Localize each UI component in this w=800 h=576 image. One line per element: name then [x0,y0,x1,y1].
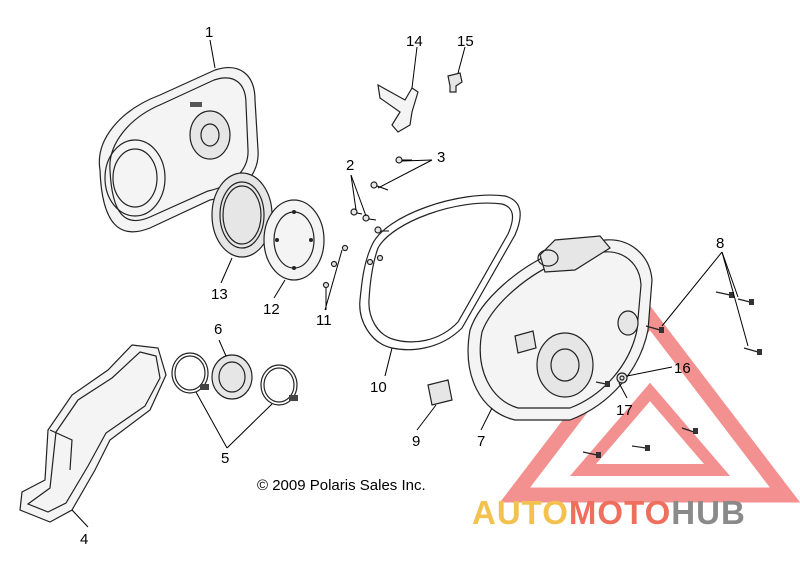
callout-7: 7 [477,433,485,450]
callout-6: 6 [214,321,222,338]
callout-8: 8 [716,235,724,252]
callout-1: 1 [205,24,213,41]
part-belt-10 [359,194,521,351]
callout-15: 15 [457,33,474,50]
copyright-notice: © 2009 Polaris Sales Inc. [257,477,426,494]
callout-5: 5 [221,450,229,467]
part-screws-2-3-11 [322,156,412,289]
callout-14: 14 [406,33,423,50]
part-clamps-5-6 [171,352,298,406]
watermark-text-auto: AUTO [472,494,569,531]
part-bracket-14 [377,83,419,133]
part-seal-13 [211,172,273,258]
callout-9: 9 [412,433,420,450]
callout-17: 17 [616,402,633,419]
part-inner-cover-7 [467,235,653,421]
part-fastener-15 [447,72,463,93]
watermark-text-moto: MOTO [569,494,671,531]
callout-labels: 1 2 3 4 5 6 7 8 9 10 11 12 13 14 15 16 1… [80,24,724,548]
part-air-duct-4 [19,344,167,523]
part-bolts-8 [582,291,762,458]
callout-3: 3 [437,149,445,166]
watermark-logo: AUTOMOTOHUB [472,494,746,531]
part-plate-12 [263,199,325,281]
callout-13: 13 [211,286,228,303]
callout-2: 2 [346,157,354,174]
part-decal-9 [427,330,537,406]
leader-lines [71,39,749,528]
svg-text:AUTOMOTOHUB: AUTOMOTOHUB [472,494,746,531]
callout-16: 16 [674,360,691,377]
part-nut-16-17 [616,372,628,384]
callout-11: 11 [316,312,332,329]
callout-10: 10 [370,379,387,396]
callout-4: 4 [80,531,88,548]
callout-12: 12 [263,301,280,318]
watermark-text-hub: HUB [671,494,746,531]
